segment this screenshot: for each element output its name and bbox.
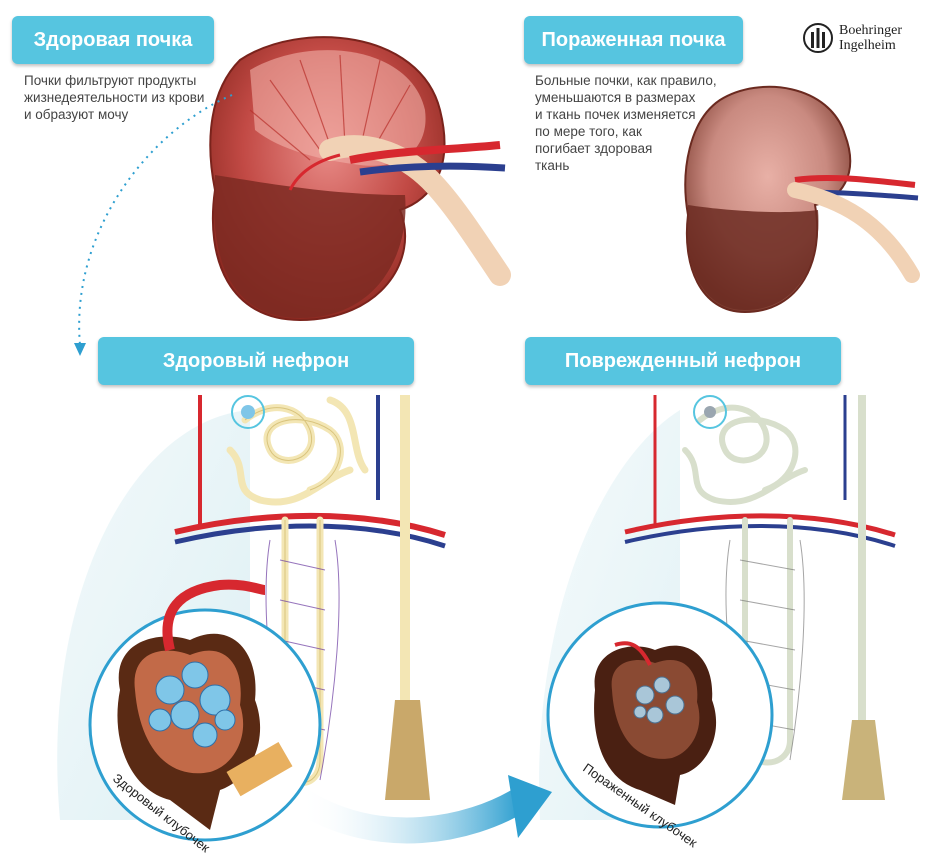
damaged-kidney-description: Больные почки, как правило, уменьшаются … bbox=[535, 73, 717, 173]
pointer-arrowhead bbox=[74, 343, 86, 356]
damaged-nephron-title: Поврежденный нефрон bbox=[525, 337, 841, 385]
transition-arrow bbox=[293, 788, 527, 844]
healthy-kidney-illustration bbox=[209, 36, 511, 322]
damaged-nephron-illustration bbox=[539, 395, 896, 829]
brand-line-2: Ingelheim bbox=[839, 38, 896, 53]
damaged-kidney-illustration bbox=[684, 85, 920, 314]
brand-logo: Boehringer Ingelheim bbox=[803, 22, 902, 54]
healthy-nephron-title: Здоровый нефрон bbox=[98, 337, 414, 385]
healthy-nephron-illustration bbox=[57, 395, 446, 842]
healthy-kidney-description: Почки фильтруют продукты жизнедеятельнос… bbox=[24, 73, 205, 122]
healthy-kidney-title: Здоровая почка bbox=[12, 16, 214, 64]
dotted-pointer-arrow bbox=[78, 94, 233, 346]
damaged-kidney-title: Пораженная почка bbox=[524, 16, 743, 64]
transition-arrowhead bbox=[508, 775, 552, 838]
brand-line-1: Boehringer bbox=[839, 23, 902, 38]
boehringer-logo-icon bbox=[803, 23, 833, 53]
brand-name: Boehringer Ingelheim bbox=[839, 23, 902, 53]
